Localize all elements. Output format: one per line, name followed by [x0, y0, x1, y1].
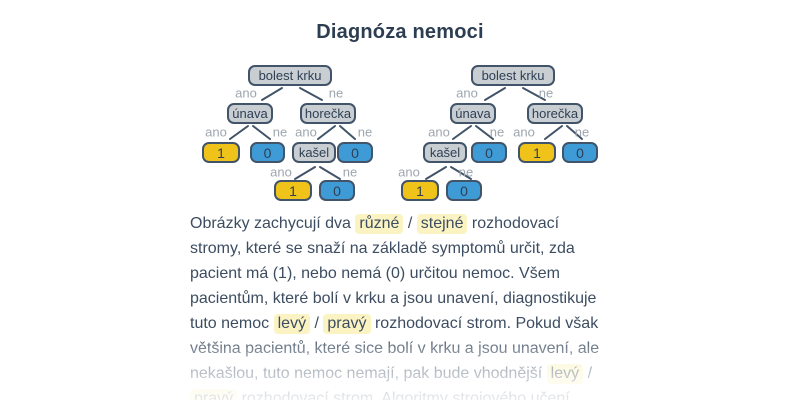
text-segment: rozhodovací strom. Algoritmy strojového …: [237, 390, 570, 400]
tree-leaf-negative: 0: [562, 142, 598, 163]
tree-edges: [425, 87, 583, 180]
edge-label-ne: ne: [357, 124, 373, 140]
tree-leaf-negative: 0: [250, 142, 285, 163]
tree-leaf-positive: 1: [274, 180, 312, 201]
choice-option-levy[interactable]: levý: [546, 364, 584, 384]
edge-label-ano: ano: [295, 124, 317, 140]
edge-label-ne: ne: [489, 124, 505, 140]
tree-leaf-negative: 0: [446, 180, 482, 201]
tree-edge: [450, 166, 472, 180]
tree-leaf-negative: 0: [337, 142, 373, 163]
edge-label-ne: ne: [328, 85, 344, 101]
tree-leaf-positive: 1: [401, 180, 439, 201]
text-segment: Obrázky zachycují dva: [190, 215, 356, 232]
choice-option-pravy[interactable]: pravý: [323, 314, 371, 334]
tree-leaf-negative: 0: [319, 180, 355, 201]
edge-label-ne: ne: [574, 124, 590, 140]
tree-edge: [294, 166, 316, 180]
edge-label-ano: ano: [205, 124, 227, 140]
tree-edges: [229, 87, 356, 180]
edge-label-ne: ne: [272, 124, 288, 140]
tree-edge: [229, 125, 249, 140]
tree-edge: [522, 87, 546, 101]
tree-edge: [339, 125, 356, 140]
edge-label-ano: ano: [428, 124, 450, 140]
choice-separator: /: [310, 315, 324, 332]
tree-node-root: bolest krku: [248, 65, 332, 86]
edge-label-ne: ne: [538, 85, 554, 101]
description-paragraph: Obrázky zachycují dva různé / stejné roz…: [182, 211, 622, 400]
choice-option-ruzne[interactable]: různé: [355, 214, 404, 234]
decision-tree-left: bolest krku únava horečka 1 0 kašel 0 1 …: [180, 60, 400, 208]
choice-separator: /: [583, 365, 593, 382]
edge-label-ano: ano: [270, 164, 292, 180]
tree-node-question: kašel: [292, 142, 336, 163]
tree-edge: [452, 125, 472, 140]
tree-leaf-negative: 0: [471, 142, 507, 163]
edge-label-ano: ano: [513, 124, 535, 140]
tree-edge: [425, 166, 447, 180]
edge-label-ano: ano: [235, 85, 257, 101]
choice-option-stejne[interactable]: stejné: [416, 214, 468, 234]
tree-edge: [544, 125, 563, 140]
choice-separator: /: [403, 215, 417, 232]
edge-label-ano: ano: [398, 164, 420, 180]
tree-node-question: kašel: [423, 142, 467, 163]
tree-edge: [252, 125, 271, 140]
edge-label-ne: ne: [342, 164, 358, 180]
text-segment: rozhodovací stromy, které se snaží na zá…: [190, 215, 597, 332]
tree-edge: [484, 87, 506, 101]
tree-edge: [475, 125, 494, 140]
tree-leaf-positive: 1: [518, 142, 556, 163]
tree-node-question: únava: [450, 103, 496, 124]
tree-node-question: horečka: [527, 103, 583, 124]
tree-edge: [566, 125, 583, 140]
page-title: Diagnóza nemoci: [316, 21, 484, 43]
tree-node-question: únava: [227, 103, 273, 124]
edge-label-ne: ne: [458, 164, 474, 180]
tree-edge: [299, 87, 323, 101]
choice-option-pravy[interactable]: pravý: [190, 389, 238, 400]
tree-edge: [261, 87, 283, 101]
tree-edge: [319, 166, 341, 180]
edge-label-ano: ano: [456, 85, 478, 101]
tree-edge: [317, 125, 336, 140]
decision-tree-right: bolest krku únava horečka kašel 0 1 0 1 …: [398, 60, 618, 208]
tree-node-question: horečka: [300, 103, 356, 124]
tree-leaf-positive: 1: [202, 142, 240, 163]
tree-node-root: bolest krku: [471, 65, 555, 86]
choice-option-levy[interactable]: levý: [273, 314, 311, 334]
